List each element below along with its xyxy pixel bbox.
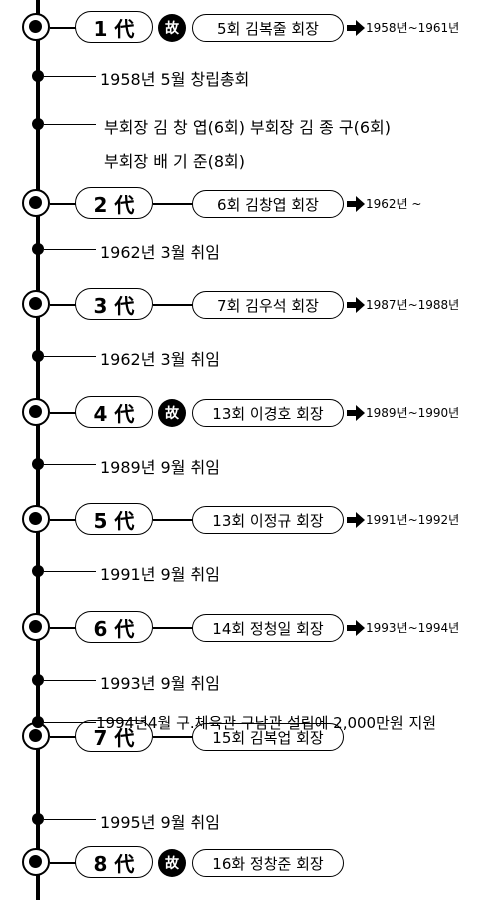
generation-row: 5 代 13회 이정규 회장 1991년~1992년 [0, 503, 500, 537]
timeline-note: 1991년 9월 취임 [0, 561, 500, 584]
president-name: 13회 이경호 회장 [192, 399, 344, 427]
note-connector [44, 680, 96, 682]
generation-label: 4 代 [75, 396, 153, 428]
president-name: 13회 이정규 회장 [192, 506, 344, 534]
note-bullet [32, 350, 44, 362]
arrow-right-icon [347, 20, 365, 36]
connector-line [153, 736, 193, 738]
connector-line [50, 304, 76, 306]
timeline-note: 1995년 9월 취임 [0, 809, 500, 832]
note-text: 1989년 9월 취임 [100, 458, 220, 477]
term-years: 1993년~1994년 [366, 621, 460, 635]
generation-label: 1 代 [75, 11, 153, 43]
timeline-node-icon [22, 398, 50, 426]
term-years: 1989년~1990년 [366, 406, 460, 420]
deceased-badge: 故 [158, 849, 186, 877]
term-years: 1962년 ~ [366, 197, 422, 211]
note-bullet [32, 118, 44, 130]
generation-label: 3 代 [75, 288, 153, 320]
note-connector [44, 356, 96, 358]
connector-line [153, 627, 193, 629]
note-bullet [32, 565, 44, 577]
president-name: 7회 김우석 회장 [192, 291, 344, 319]
note-text: 1958년 5월 창립총회 [100, 70, 250, 89]
term-years: 1958년~1961년 [366, 21, 460, 35]
note-bullet [32, 716, 44, 728]
generation-label: 5 代 [75, 503, 153, 535]
connector-line [50, 627, 76, 629]
president-name: 6회 김창엽 회장 [192, 190, 344, 218]
note-connector [44, 819, 96, 821]
connector-line [50, 736, 76, 738]
generation-row: 6 代 14회 정청일 회장 1993년~1994년 [0, 611, 500, 645]
note-text-continuation: 부회장 배 기 준(8회) [104, 152, 245, 171]
timeline-node-icon [22, 290, 50, 318]
timeline-note: 부회장 김 창 엽(6회) 부회장 김 종 구(6회) [0, 114, 500, 137]
timeline-note: 1993년 9월 취임 [0, 670, 500, 693]
connector-line [50, 862, 76, 864]
timeline-note: 1958년 5월 창립총회 [0, 66, 500, 89]
connector-line [153, 304, 193, 306]
timeline-axis [36, 0, 40, 900]
generation-row: 7 代 15회 김복업 회장 [0, 720, 500, 754]
arrow-right-icon [347, 297, 365, 313]
timeline-node-icon [22, 505, 50, 533]
timeline-note: 1962년 3월 취임 [0, 346, 500, 369]
note-connector [44, 464, 96, 466]
note-connector [44, 249, 96, 251]
connector-line [153, 519, 193, 521]
note-text: 1995년 9월 취임 [100, 813, 220, 832]
timeline-node-icon [22, 613, 50, 641]
connector-line [50, 203, 76, 205]
note-text: 1962년 3월 취임 [100, 350, 220, 369]
note-bullet [32, 70, 44, 82]
generation-label: 8 代 [75, 846, 153, 878]
president-name: 5회 김복줄 회장 [192, 14, 344, 42]
deceased-badge: 故 [158, 14, 186, 42]
timeline-note: 1994년4월 구.체육관 구남관 설립에 2,000만원 지원 [0, 712, 500, 734]
term-years: 1991년~1992년 [366, 513, 460, 527]
generation-label: 6 代 [75, 611, 153, 643]
deceased-badge: 故 [158, 399, 186, 427]
note-bullet [32, 813, 44, 825]
timeline-node-icon [22, 189, 50, 217]
timeline-node-icon [22, 13, 50, 41]
connector-line [153, 203, 193, 205]
note-connector [44, 124, 96, 126]
note-text: 1994년4월 구.체육관 구남관 설립에 2,000만원 지원 [96, 714, 437, 732]
note-bullet [32, 674, 44, 686]
generation-label: 7 代 [75, 720, 153, 752]
note-connector [44, 76, 96, 78]
connector-line [50, 27, 76, 29]
note-connector [44, 722, 96, 724]
note-bullet [32, 243, 44, 255]
note-bullet [32, 458, 44, 470]
timeline-node-icon [22, 848, 50, 876]
term-years: 1987년~1988년 [366, 298, 460, 312]
generation-row: 3 代 7회 김우석 회장 1987년~1988년 [0, 288, 500, 322]
president-name: 15회 김복업 회장 [192, 723, 344, 751]
generation-label: 2 代 [75, 187, 153, 219]
note-connector [44, 571, 96, 573]
president-name: 14회 정청일 회장 [192, 614, 344, 642]
note-text: 1993년 9월 취임 [100, 674, 220, 693]
note-text: 1991년 9월 취임 [100, 565, 220, 584]
arrow-right-icon [347, 196, 365, 212]
arrow-right-icon [347, 512, 365, 528]
connector-line [50, 412, 76, 414]
arrow-right-icon [347, 405, 365, 421]
arrow-right-icon [347, 620, 365, 636]
note-text: 1962년 3월 취임 [100, 243, 220, 262]
note-text: 부회장 김 창 엽(6회) 부회장 김 종 구(6회) [104, 118, 392, 137]
generation-row: 2 代 6회 김창엽 회장 1962년 ~ [0, 187, 500, 221]
timeline-note: 1962년 3월 취임 [0, 239, 500, 262]
connector-line [50, 519, 76, 521]
timeline-note: 1989년 9월 취임 [0, 454, 500, 477]
president-name: 16화 정창준 회장 [192, 849, 344, 877]
